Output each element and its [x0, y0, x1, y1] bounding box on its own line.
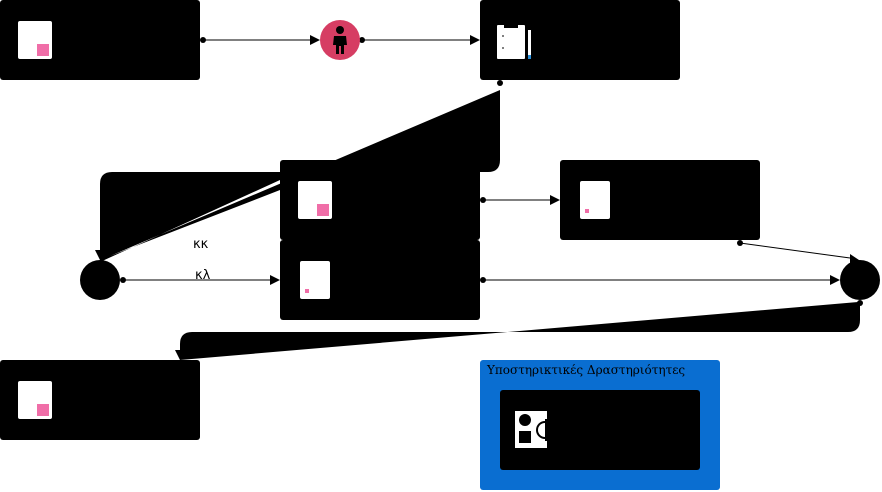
- task-node-4[interactable]: [280, 240, 480, 320]
- clipboard-icon: [497, 22, 531, 59]
- person-icon: [333, 26, 347, 54]
- document-icon: [18, 381, 52, 419]
- support-activities-group[interactable]: Υποστηρικτικές Δραστηριότητες: [480, 360, 720, 490]
- document-icon: [298, 181, 332, 219]
- dot: [200, 37, 206, 43]
- task-node-5[interactable]: [0, 360, 200, 440]
- edge-label-lower: κλ: [195, 268, 211, 283]
- dot: [737, 240, 743, 246]
- return-flow-end-to-task5[interactable]: [180, 300, 860, 360]
- connection-dots: [120, 37, 863, 306]
- arrow-into-task5: [175, 350, 185, 360]
- group-title: Υποστηρικτικές Δραστηριότητες: [487, 363, 686, 377]
- edge-label-upper: κκ: [193, 237, 209, 252]
- arrow-into-task3: [550, 195, 560, 205]
- dot: [857, 300, 863, 306]
- task-node-2[interactable]: [280, 160, 480, 240]
- arrow-into-start: [310, 35, 320, 45]
- document-icon: [300, 261, 330, 299]
- document-icon: [580, 181, 610, 219]
- dot: [480, 277, 486, 283]
- dot: [480, 197, 486, 203]
- task-node-1[interactable]: [0, 0, 200, 80]
- document-icon: [18, 21, 52, 59]
- dot: [359, 37, 365, 43]
- gateway[interactable]: [80, 260, 120, 300]
- task-node-3[interactable]: [560, 160, 760, 240]
- end-event[interactable]: [840, 260, 880, 300]
- connector-task3-end[interactable]: [739, 242, 851, 259]
- arrow-into-task4: [270, 275, 280, 285]
- arrow-into-gateway: [95, 250, 105, 260]
- shapes-icon: [515, 411, 555, 448]
- start-event[interactable]: [320, 20, 360, 60]
- connector-lines: [123, 39, 851, 281]
- arrow-into-end: [830, 275, 840, 285]
- arrow-into-review: [470, 35, 480, 45]
- dot: [497, 80, 503, 86]
- dot: [120, 277, 126, 283]
- review-task-node[interactable]: [480, 0, 680, 80]
- support-task-node[interactable]: [500, 390, 700, 470]
